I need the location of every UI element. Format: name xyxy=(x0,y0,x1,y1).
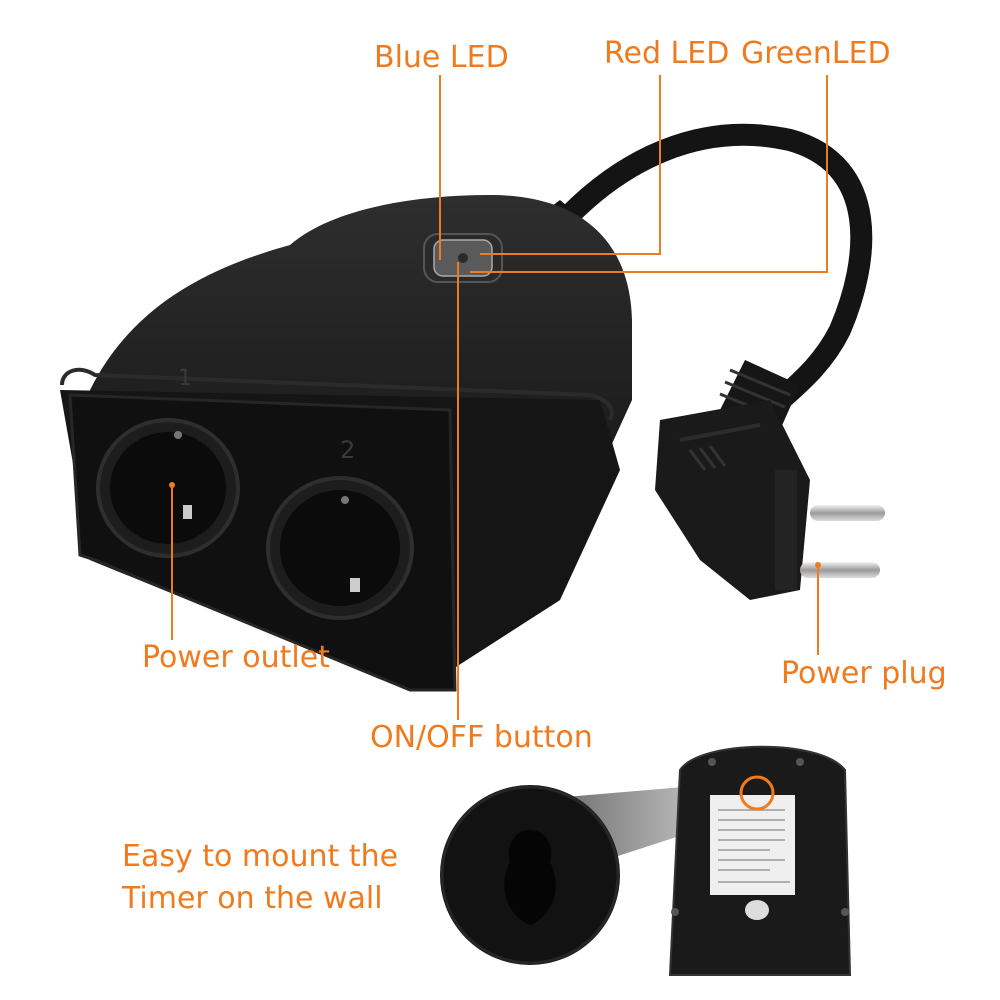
red-led-line xyxy=(480,75,661,255)
callout-lines xyxy=(171,75,828,720)
keyhole-zoom xyxy=(440,785,620,965)
wall-mount-line-1: Easy to mount the xyxy=(122,839,399,874)
on-off-button-label: ON/OFF button xyxy=(370,720,593,755)
timer-socket-body: 1 2 xyxy=(60,195,632,692)
power-plug xyxy=(655,400,885,600)
wall-mount-label: Easy to mount the Timer on the wall xyxy=(122,836,422,920)
power-outlet-2 xyxy=(266,476,414,620)
power-outlet-label: Power outlet xyxy=(142,640,330,675)
red-led-label: Red LED xyxy=(604,36,730,71)
socket-number-1: 1 xyxy=(178,366,192,391)
back-view-mount xyxy=(440,745,852,976)
blue-led-label: Blue LED xyxy=(374,40,509,75)
power-plug-label: Power plug xyxy=(781,656,947,691)
socket-number-2: 2 xyxy=(340,436,355,464)
plug-pin-lower xyxy=(800,562,880,578)
wall-mount-line-2: Timer on the wall xyxy=(122,881,383,916)
back-panel xyxy=(668,745,852,976)
green-led-label: GreenLED xyxy=(741,36,891,71)
power-cable xyxy=(549,123,873,421)
plug-pin-upper xyxy=(810,505,885,521)
power-outlet-1 xyxy=(96,418,240,558)
on-off-button xyxy=(423,233,503,283)
green-led-line xyxy=(470,75,828,273)
